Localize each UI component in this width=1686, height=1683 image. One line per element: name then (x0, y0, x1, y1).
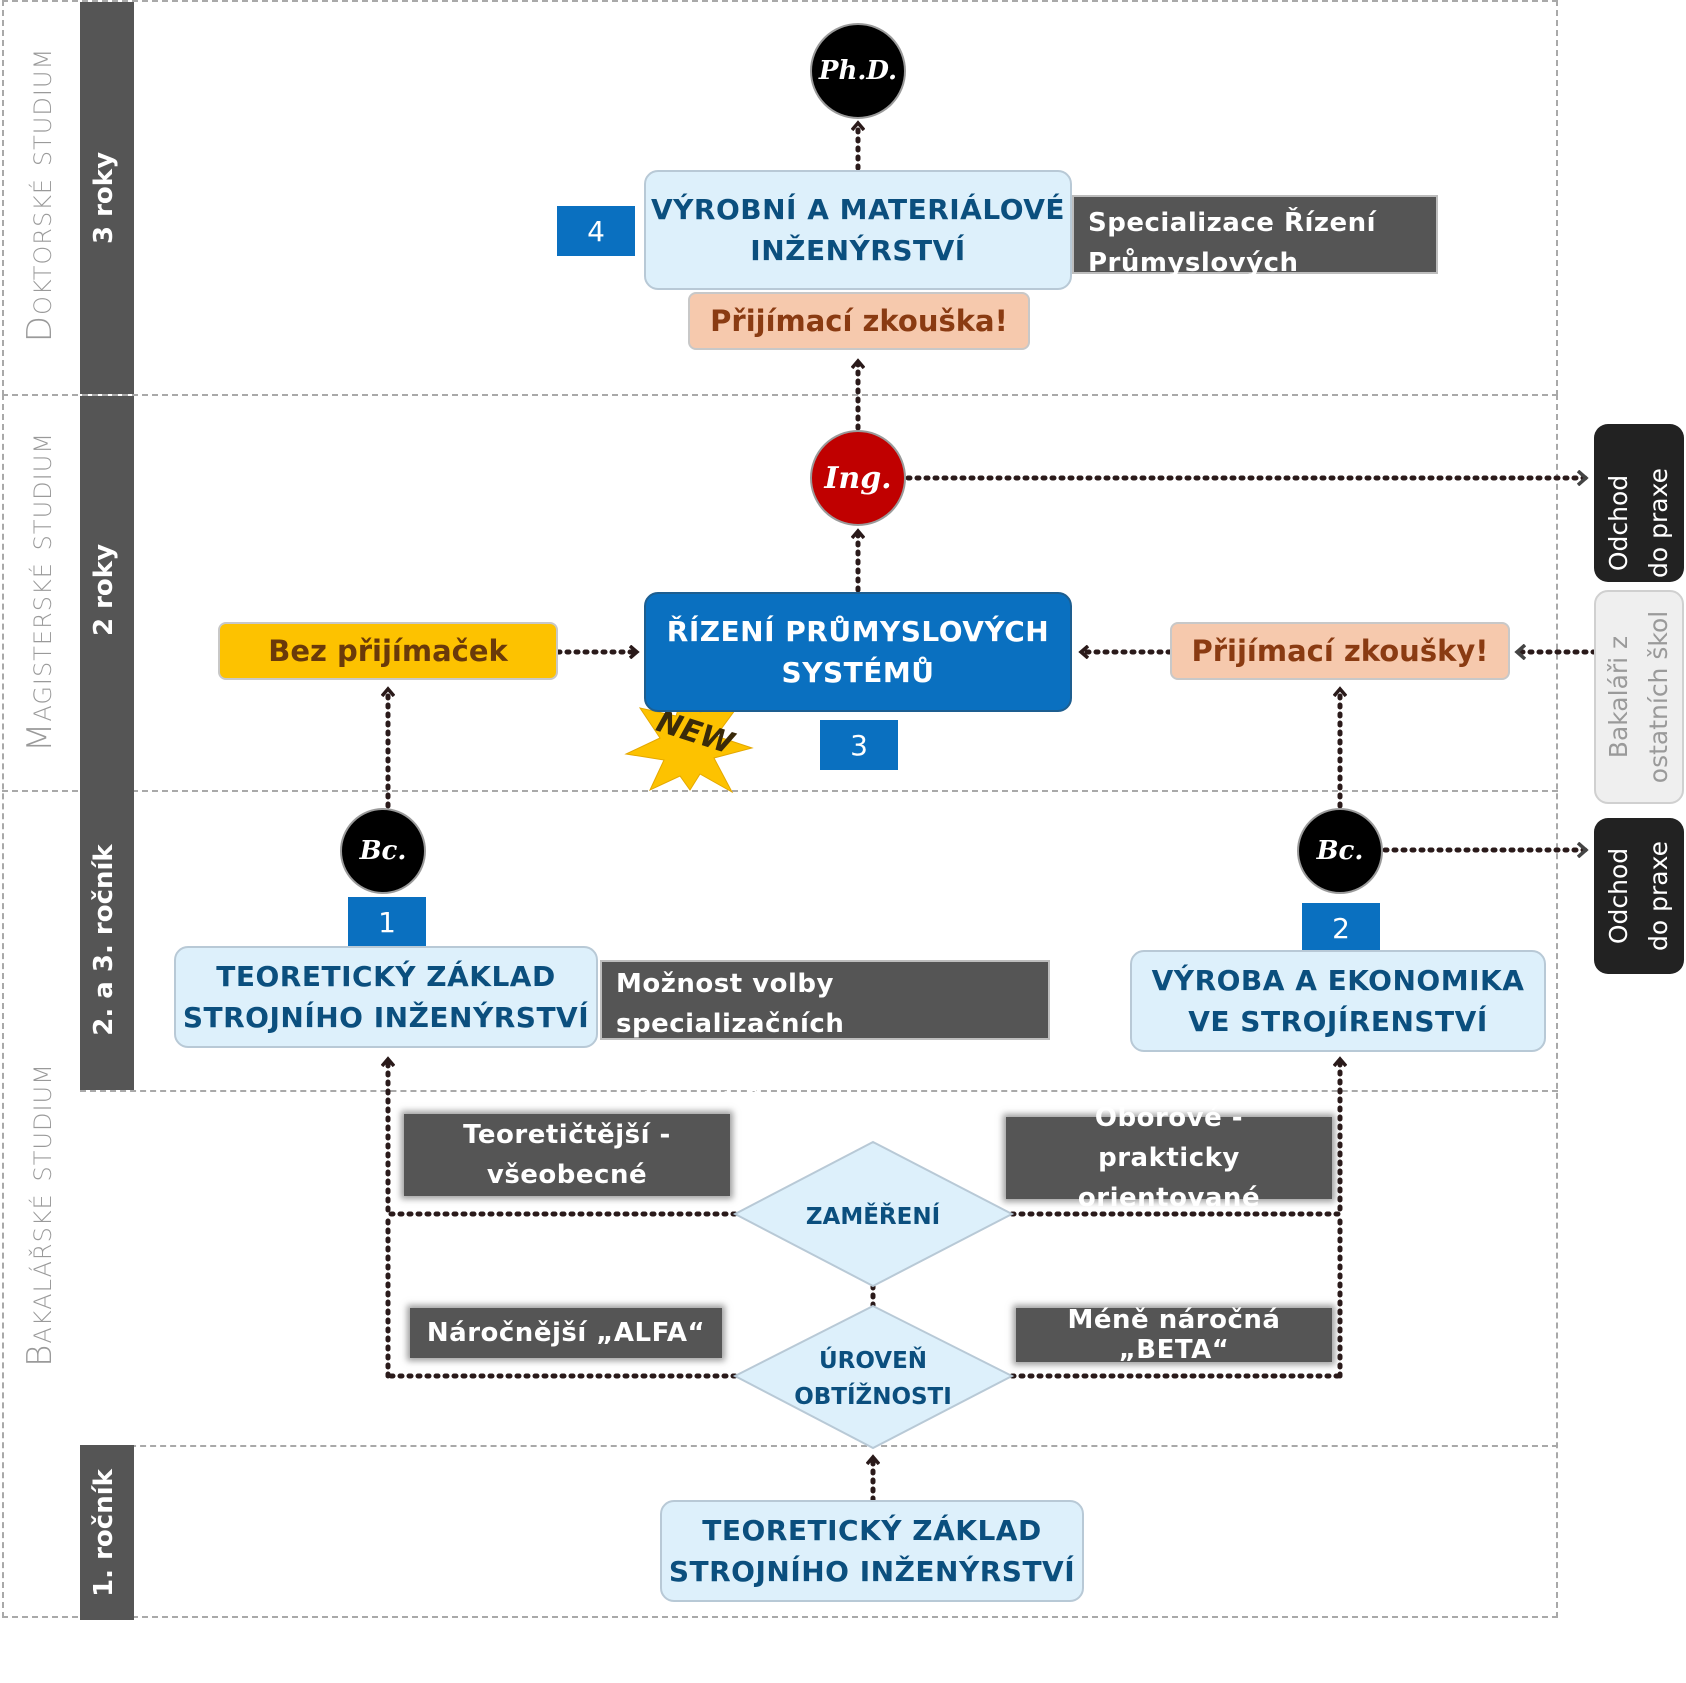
bc-theory-line1: TEORETICKÝ ZÁKLAD (216, 960, 556, 993)
stage-frame (2, 394, 1558, 1618)
bc-production-line2: VE STROJÍRENSTVÍ (1188, 1005, 1488, 1038)
program-number-3: 3 (820, 720, 898, 770)
program-number-2: 2 (1302, 903, 1380, 953)
field-note-line2: prakticky orientované (1077, 1143, 1261, 1213)
doctoral-program-line2: INŽENÝRSTVÍ (750, 234, 966, 267)
exit2-line2: do praxe (1644, 841, 1673, 951)
theoretical-note-line1: Teoretičtější - (463, 1120, 671, 1150)
master-program-line2: SYSTÉMŮ (781, 656, 935, 689)
master-program-line1: ŘÍZENÍ PRŮMYSLOVÝCH (666, 615, 1050, 648)
beta-difficulty-note: Méně náročná „BETA“ (1016, 1305, 1332, 1365)
other-schools-label: Bakaláři z ostatních škol (1599, 589, 1679, 805)
program-number-1: 1 (348, 897, 426, 947)
bc-left-degree-badge: Bc. (340, 808, 426, 894)
first-year-line1: TEORETICKÝ ZÁKLAD (702, 1514, 1042, 1547)
bc-right-degree-badge: Bc. (1297, 808, 1383, 894)
exit-line2: do praxe (1644, 468, 1673, 578)
field-note-line1: Oborové - (1094, 1103, 1244, 1133)
exit-line1: Odchod (1604, 474, 1633, 572)
master-admission-exams: Přijímací zkoušky! (1170, 622, 1510, 680)
exit-to-practice-label-ing: Odchod do praxe (1599, 448, 1679, 598)
specialization-note-line1: Specializace Řízení (1088, 208, 1377, 238)
theoretical-focus-note: Teoretičtější - všeobecné (404, 1114, 730, 1196)
path-focus-right (1009, 1060, 1340, 1217)
alfa-difficulty-note: Náročnější „ALFA“ (410, 1308, 722, 1358)
duration-bar-doctoral (80, 2, 134, 394)
exit2-line1: Odchod (1604, 847, 1633, 945)
bachelor-row-divider (80, 1090, 1558, 1092)
doctoral-program-box: VÝROBNÍ A MATERIÁLOVÉ INŽENÝRSTVÍ (644, 170, 1072, 290)
other-schools-box: Bakaláři z ostatních škol (1594, 590, 1684, 804)
theoretical-note-line2: všeobecné (486, 1160, 648, 1190)
elective-note: Možnost volby specializačních povinně vo… (600, 960, 1050, 1119)
exit-to-practice-box-ing: Odchod do praxe (1594, 424, 1684, 582)
focus-label: ZAMĚŘENÍ (806, 1202, 940, 1230)
duration-bar-bachelor-upper (80, 790, 134, 1090)
difficulty-label-1: ÚROVEŇ (819, 1346, 927, 1374)
bc-theory-program-box: TEORETICKÝ ZÁKLAD STROJNÍHO INŽENÝRSTVÍ (174, 946, 598, 1048)
first-year-program-box: TEORETICKÝ ZÁKLAD STROJNÍHO INŽENÝRSTVÍ (660, 1500, 1084, 1602)
focus-diamond (732, 1140, 1015, 1288)
master-program-box: ŘÍZENÍ PRŮMYSLOVÝCH SYSTÉMŮ (644, 592, 1072, 712)
bc-production-program-box: VÝROBA A EKONOMIKA VE STROJÍRENSTVÍ (1130, 950, 1546, 1052)
elective-note-line2: povinně volitelné předmětů (616, 1049, 879, 1119)
bc-theory-line2: STROJNÍHO INŽENÝRSTVÍ (182, 1001, 590, 1034)
no-admission-exam-box: Bez přijímaček (218, 622, 558, 680)
master-bachelor-divider (2, 790, 1558, 792)
bc-production-line1: VÝROBA A EKONOMIKA (1151, 964, 1525, 997)
difficulty-label-2: OBTÍŽNOSTI (794, 1382, 952, 1410)
doctoral-frame (2, 0, 1558, 396)
exit-to-practice-label-bc: Odchod do praxe (1599, 821, 1679, 971)
connectors: ZAMĚŘENÍ ÚROVEŇ OBTÍŽNOSTI NEW (0, 0, 1598, 1503)
first-year-line2: STROJNÍHO INŽENÝRSTVÍ (668, 1555, 1076, 1588)
path-focus-left (388, 1060, 738, 1217)
specialization-note-line2: Průmyslových Systémů (1088, 248, 1299, 318)
program-number-4: 4 (557, 206, 635, 256)
doctoral-admission-exam: Přijímací zkouška! (688, 292, 1030, 350)
other-line1: Bakaláři z (1604, 635, 1633, 759)
field-focus-note: Oborové - prakticky orientované (1006, 1103, 1332, 1213)
other-line2: ostatních škol (1644, 610, 1673, 784)
specialization-note: Specializace Řízení Průmyslových Systémů (1072, 195, 1438, 318)
new-badge-star (624, 676, 754, 794)
duration-bar-first-year (80, 1445, 134, 1620)
doctoral-program-line1: VÝROBNÍ A MATERIÁLOVÉ (650, 193, 1066, 226)
ing-degree-badge: Ing. (810, 430, 906, 526)
exit-to-practice-box-bc: Odchod do praxe (1594, 818, 1684, 974)
difficulty-diamond (732, 1304, 1015, 1450)
first-year-divider (80, 1445, 1558, 1447)
duration-bar-master (80, 396, 134, 790)
phd-degree-badge: Ph.D. (810, 23, 906, 119)
elective-note-line1: Možnost volby specializačních (616, 969, 845, 1039)
